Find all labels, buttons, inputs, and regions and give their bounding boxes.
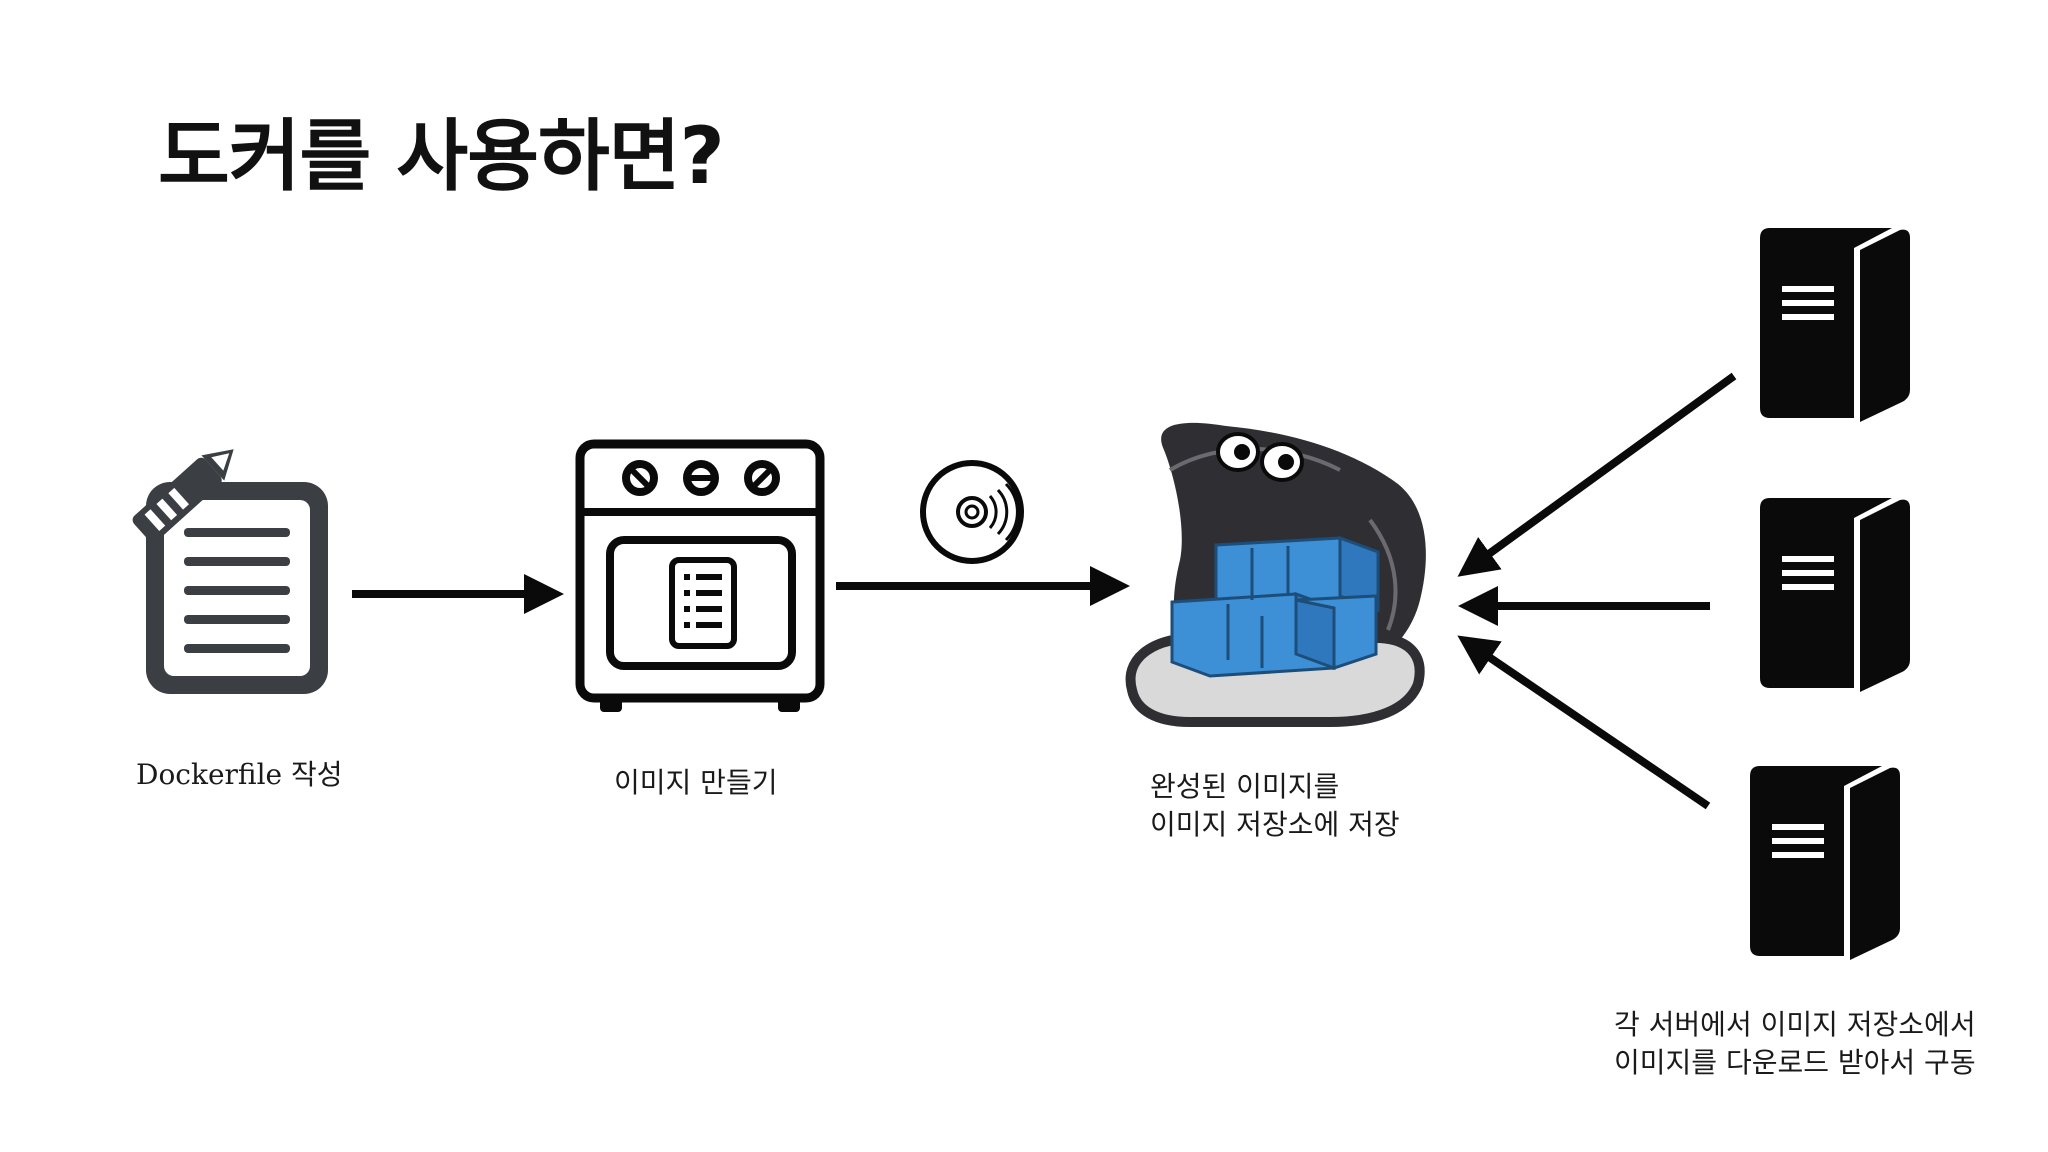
label-run-line-1: 각 서버에서 이미지 저장소에서 <box>1614 1008 1976 1041</box>
label-store-line-1: 완성된 이미지를 <box>1150 770 1340 803</box>
oven-icon <box>575 439 825 712</box>
label-run: 각 서버에서 이미지 저장소에서 이미지를 다운로드 받아서 구동 <box>1614 1006 1976 1082</box>
label-build: 이미지 만들기 <box>614 766 778 799</box>
page-title: 도커를 사용하면? <box>158 112 725 202</box>
label-run-line-2: 이미지를 다운로드 받아서 구동 <box>1614 1046 1976 1079</box>
server-tower-icon <box>1760 228 1910 422</box>
server-tower-icon <box>1760 498 1910 692</box>
disc-icon <box>920 460 1024 564</box>
document-pencil-icon <box>132 449 328 694</box>
label-store-line-2: 이미지 저장소에 저장 <box>1150 808 1400 841</box>
label-store: 완성된 이미지를 이미지 저장소에 저장 <box>1150 768 1400 844</box>
label-write: Dockerfile 작성 <box>136 758 343 791</box>
server-tower-icon <box>1750 766 1900 960</box>
arrow-server3-to-store <box>1457 635 1711 810</box>
arrow-server1-to-store <box>1457 372 1737 577</box>
oyster-containers-icon <box>1125 422 1426 727</box>
